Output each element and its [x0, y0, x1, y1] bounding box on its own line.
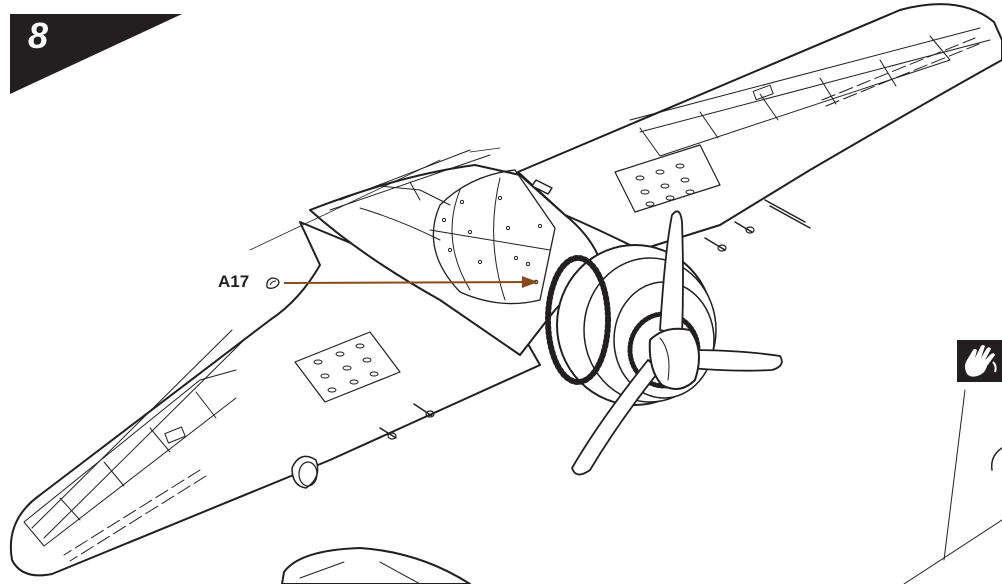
next-wing-preview: [281, 547, 471, 584]
step-banner: [10, 14, 182, 94]
left-wing: [9, 221, 541, 577]
a17-placement-arrow: [283, 276, 538, 288]
step-number: 8: [28, 15, 49, 56]
fuselage: [249, 147, 601, 356]
part-a17-icon: [266, 277, 280, 289]
detail-callout-lines: [903, 389, 1002, 584]
hand-icon: [957, 340, 1002, 382]
right-wing: [517, 3, 1002, 252]
part-label-a17: A17: [218, 272, 250, 291]
propeller: [571, 210, 783, 476]
